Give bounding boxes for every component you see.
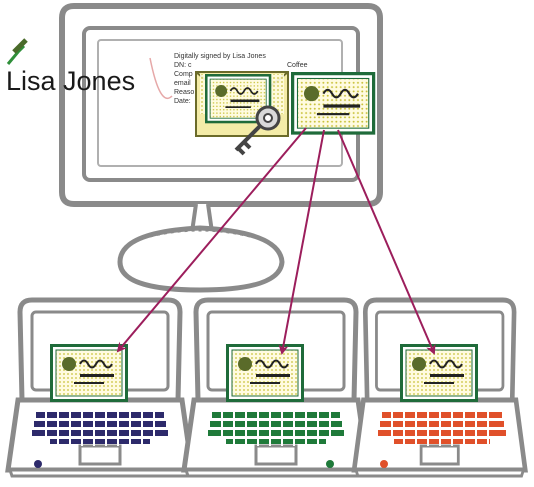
keyboard — [208, 410, 344, 468]
laptop-right — [354, 300, 525, 476]
signature-detail-line: Date: — [174, 98, 191, 105]
signature-detail-line: Comp — [174, 71, 193, 78]
keyboard — [32, 410, 168, 468]
arrow-to-right-laptop — [337, 129, 436, 355]
laptop-certificate-icon — [225, 343, 305, 403]
keyboard — [378, 410, 506, 468]
digital-signature-block: Lisa Jones Digitally signed by Lisa Jone… — [6, 38, 308, 105]
signature-detail-line: DN: c — [174, 62, 192, 69]
pen-check-icon — [6, 38, 28, 65]
signature-detail-line: Coffee — [287, 62, 308, 69]
distribution-arrows — [116, 127, 436, 355]
key-icon — [234, 105, 281, 156]
laptop-middle — [184, 300, 368, 476]
laptop-certificate-icon — [399, 343, 479, 403]
signer-name: Lisa Jones — [6, 66, 135, 96]
laptop-left — [8, 300, 192, 476]
arrow-to-middle-laptop — [278, 129, 325, 355]
arrow-to-left-laptop — [116, 127, 307, 353]
desktop-monitor — [59, 3, 383, 293]
laptop-certificate-icon — [49, 343, 129, 403]
source-certificate-icon — [289, 70, 377, 136]
signature-detail-line: Digitally signed by Lisa Jones — [174, 53, 266, 60]
signature-detail-line: Reaso — [174, 89, 194, 96]
signature-detail-line: email — [174, 80, 191, 87]
